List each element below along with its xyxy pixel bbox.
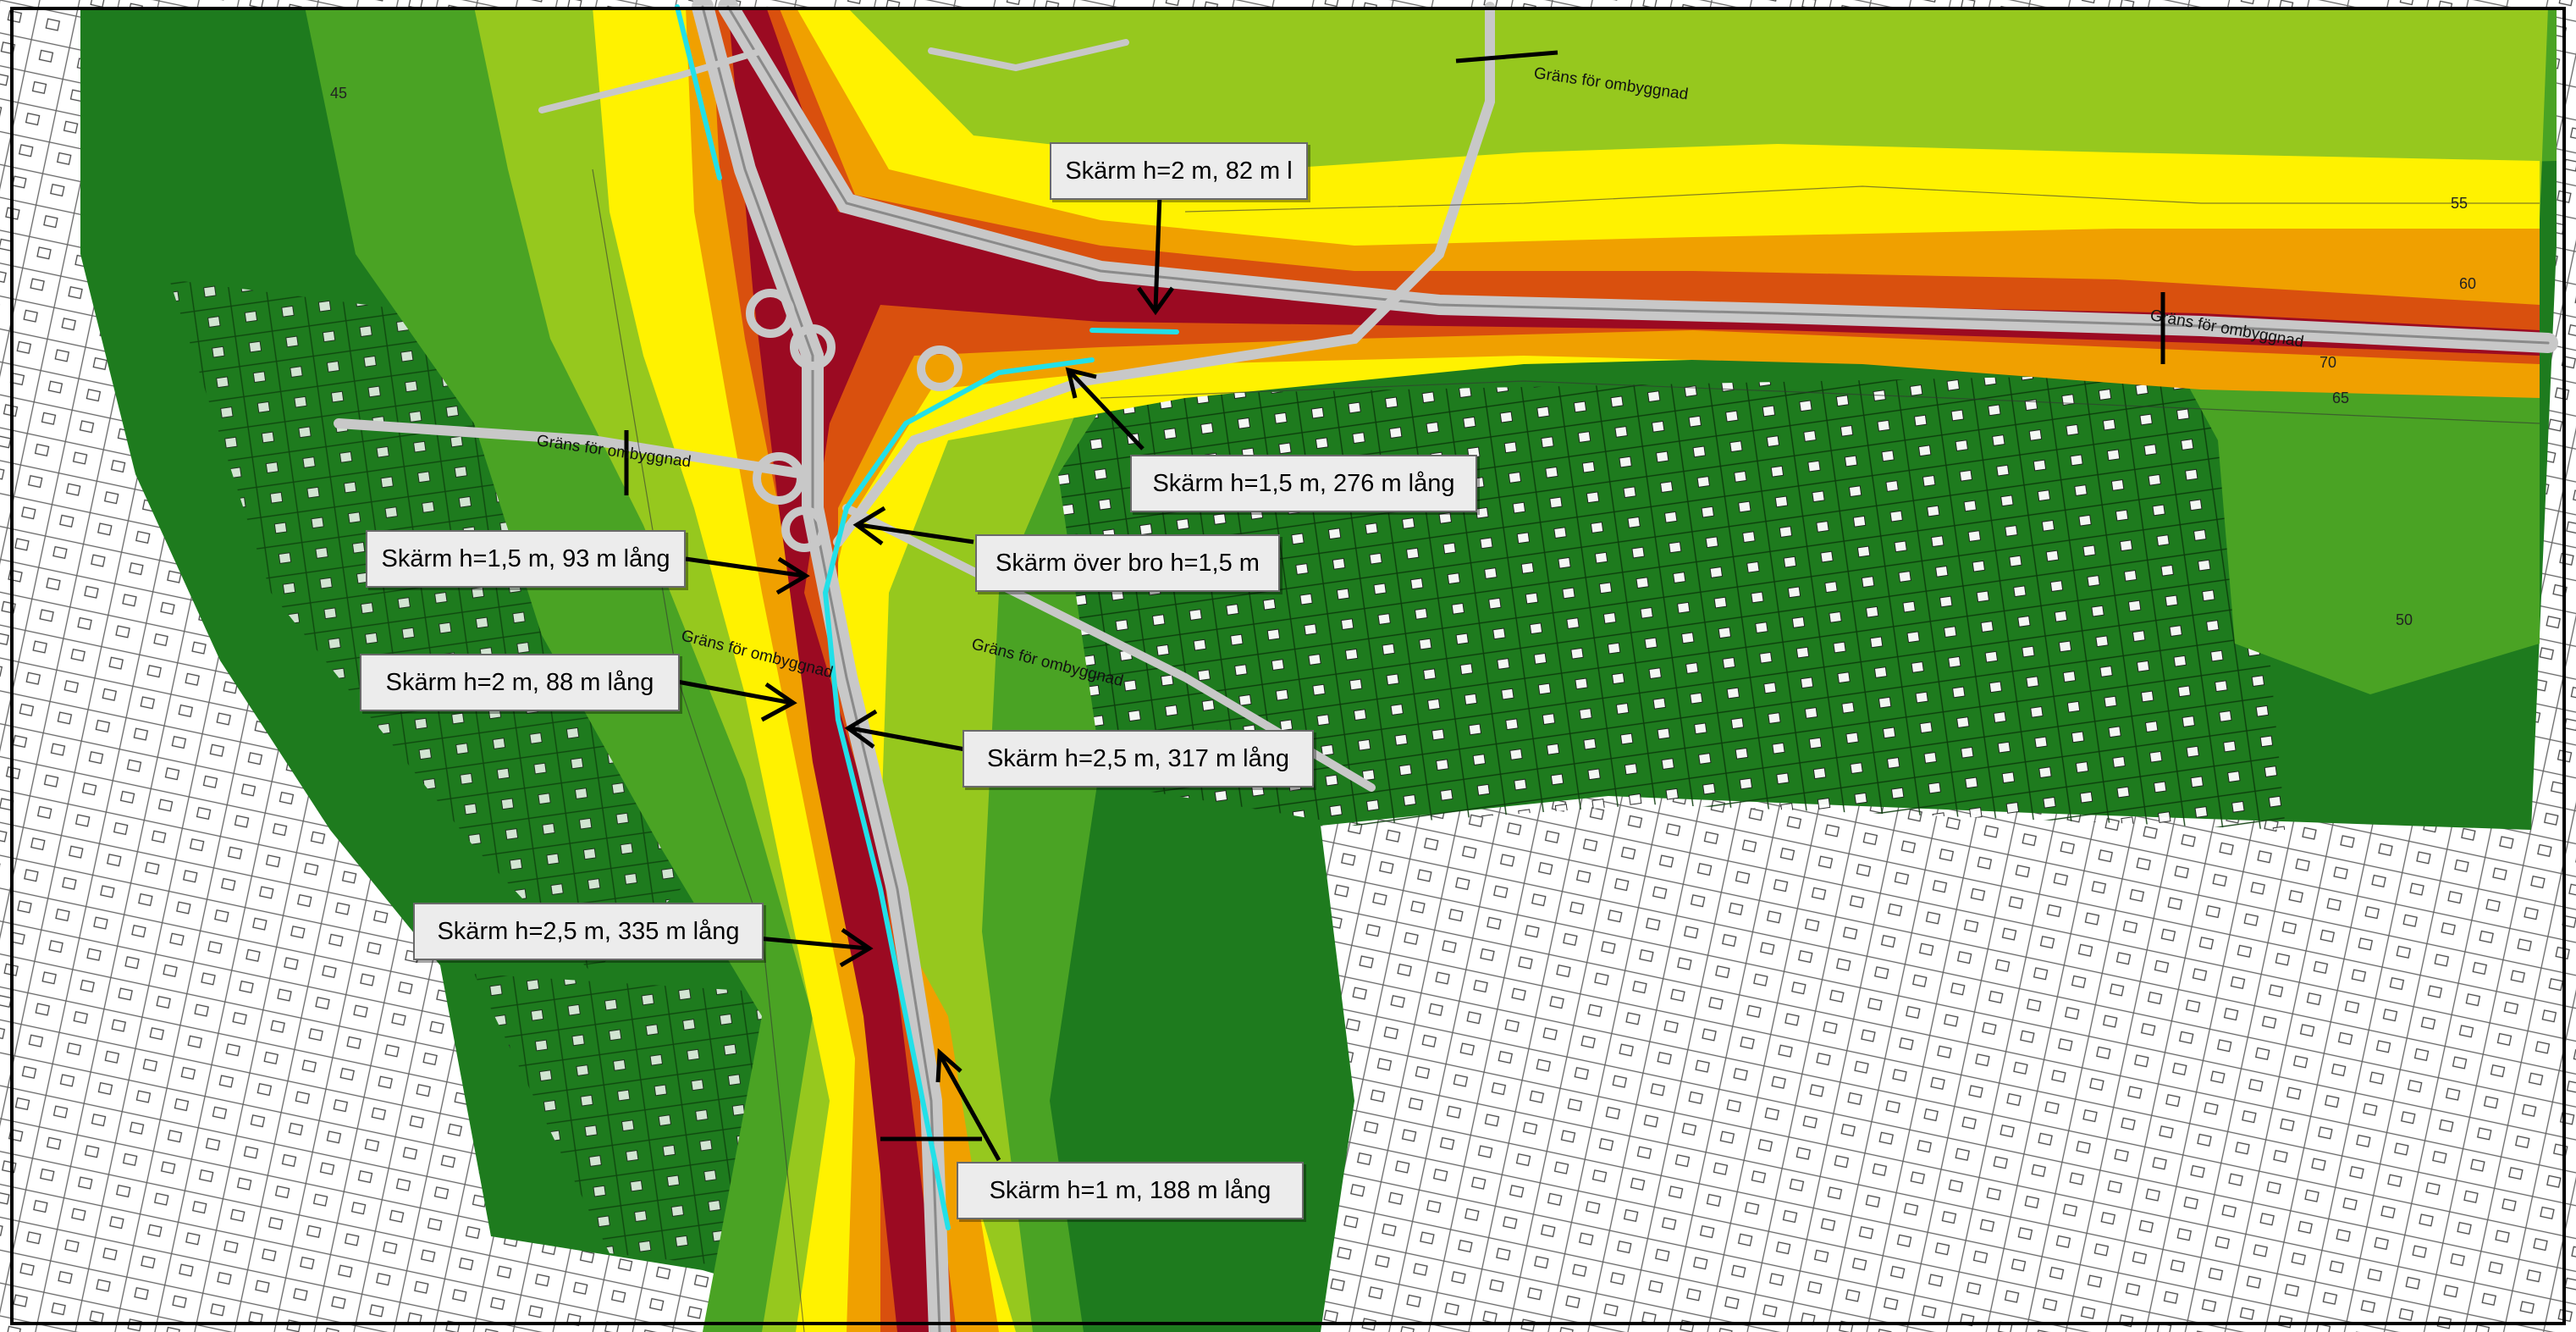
map-border	[10, 7, 2566, 1325]
screen-label-7: Skärm h=2,5 m, 335 m lång	[413, 903, 764, 960]
screen-label-7-text: Skärm h=2,5 m, 335 m lång	[437, 917, 740, 945]
screen-label-3-text: Skärm h=1,5 m, 93 m lång	[381, 544, 670, 572]
noise-screens	[675, 4, 1179, 1230]
contour-label-60: 60	[2459, 275, 2477, 292]
screen-label-1-text: Skärm h=2 m, 82 m l	[1065, 157, 1293, 185]
boundary-ticks	[624, 50, 2165, 1141]
screen-label-5-text: Skärm h=2 m, 88 m lång	[385, 668, 654, 696]
screen-label-8: Skärm h=1 m, 188 m lång	[957, 1162, 1304, 1219]
contour-label-65: 65	[2332, 390, 2350, 406]
screen-label-2: Skärm h=1,5 m, 276 m lång	[1130, 455, 1477, 512]
screen-label-8-text: Skärm h=1 m, 188 m lång	[989, 1176, 1271, 1204]
contour-label-50: 50	[2396, 611, 2413, 628]
screen-label-4-text: Skärm över bro h=1,5 m	[996, 549, 1260, 577]
screen-label-2-text: Skärm h=1,5 m, 276 m lång	[1152, 469, 1455, 497]
roundabouts	[746, 289, 963, 552]
contour-label-45: 45	[330, 85, 348, 102]
contour-label-55: 55	[2451, 195, 2468, 212]
screen-label-3: Skärm h=1,5 m, 93 m lång	[366, 530, 686, 588]
zone-above-70	[728, 7, 2540, 1332]
screen-label-1: Skärm h=2 m, 82 m l	[1050, 142, 1308, 200]
contour-label-70: 70	[2320, 354, 2337, 371]
screen-label-5: Skärm h=2 m, 88 m lång	[360, 654, 680, 711]
screen-label-6: Skärm h=2,5 m, 317 m lång	[963, 730, 1314, 788]
screen-label-6-text: Skärm h=2,5 m, 317 m lång	[986, 744, 1290, 772]
callout-arrows	[676, 194, 1175, 1162]
screen-label-4: Skärm över bro h=1,5 m	[975, 534, 1280, 592]
